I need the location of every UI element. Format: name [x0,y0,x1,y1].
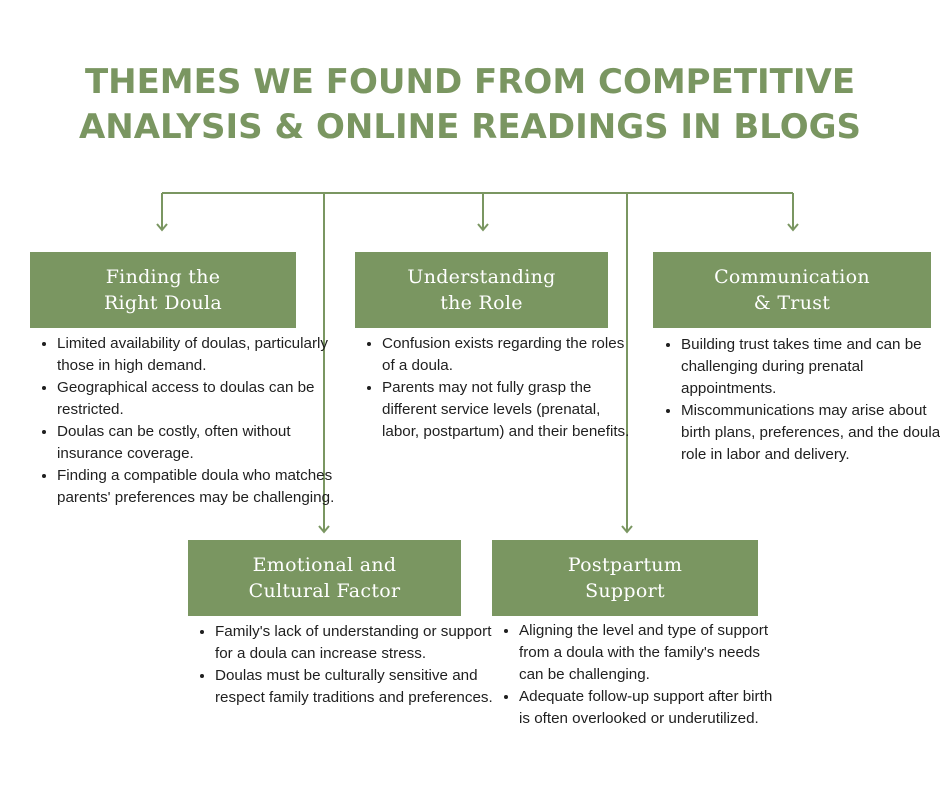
arrow-communication-trust-head [787,223,799,232]
list-item: Miscommunications may arise about birth … [681,400,940,466]
list-item: Doulas must be culturally sensitive and … [215,665,495,709]
theme-points-finding-doula: Limited availability of doulas, particul… [31,333,347,509]
theme-title-line-2: the Role [440,292,523,314]
page-title: THEMES WE FOUND FROM COMPETITIVE ANALYSI… [0,60,940,150]
theme-title-line-1: Postpartum [567,554,683,576]
theme-box-understanding-role: Understanding the Role [355,252,608,328]
theme-title-line-1: Understanding [407,266,556,288]
theme-points-emotional-cultural: Family's lack of understanding or suppor… [189,621,495,709]
theme-points-communication-trust: Building trust takes time and can be cha… [655,334,940,466]
theme-title-line-2: Cultural Factor [248,580,401,602]
theme-box-postpartum-support: Postpartum Support [492,540,758,616]
title-line-1: THEMES WE FOUND FROM COMPETITIVE [84,62,856,102]
list-item: Geographical access to doulas can be res… [57,377,347,421]
theme-title-line-1: Finding the [105,266,221,288]
list-item: Parents may not fully grasp the differen… [382,377,632,443]
theme-title-line-1: Emotional and [252,554,397,576]
list-item: Doulas can be costly, often without insu… [57,421,347,465]
list-item: Building trust takes time and can be cha… [681,334,940,400]
theme-title-line-2: & Trust [753,292,831,314]
list-item: Finding a compatible doula who matches p… [57,465,347,509]
list-item: Adequate follow-up support after birth i… [519,686,781,730]
arrow-understanding-role-head [477,223,489,232]
theme-points-postpartum-support: Aligning the level and type of support f… [493,620,781,730]
theme-title-line-2: Support [585,580,665,602]
list-item: Family's lack of understanding or suppor… [215,621,495,665]
list-item: Limited availability of doulas, particul… [57,333,347,377]
list-item: Aligning the level and type of support f… [519,620,781,686]
list-item: Confusion exists regarding the roles of … [382,333,632,377]
theme-box-emotional-cultural: Emotional and Cultural Factor [188,540,461,616]
theme-title-line-2: Right Doula [103,292,223,314]
theme-box-communication-trust: Communication & Trust [653,252,931,328]
theme-points-understanding-role: Confusion exists regarding the roles of … [356,333,632,443]
theme-box-finding-doula: Finding the Right Doula [30,252,296,328]
arrow-emotional-cultural-head [318,525,330,534]
arrow-postpartum-support-head [621,525,633,534]
theme-title-line-1: Communication [714,266,870,288]
title-line-2: ANALYSIS & ONLINE READINGS IN BLOGS [78,107,862,147]
arrow-finding-doula-head [156,223,168,232]
